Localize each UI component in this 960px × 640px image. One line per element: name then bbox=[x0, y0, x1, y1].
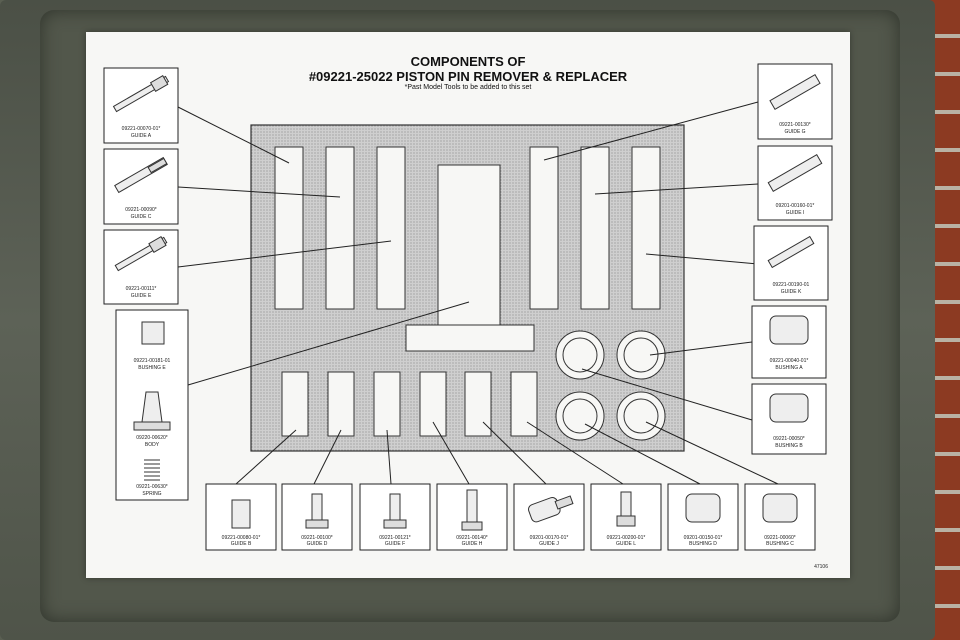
svg-text:BODY: BODY bbox=[145, 442, 160, 448]
subtitle: *Past Model Tools to be added to this se… bbox=[404, 84, 532, 91]
svg-text:GUIDE L: GUIDE L bbox=[616, 541, 636, 547]
svg-text:GUIDE J: GUIDE J bbox=[539, 541, 559, 547]
svg-text:09221-00630*: 09221-00630* bbox=[136, 484, 167, 490]
upper-slots bbox=[274, 146, 661, 352]
svg-text:09221-00200-01*: 09221-00200-01* bbox=[607, 535, 646, 541]
svg-text:09221-00100*: 09221-00100* bbox=[301, 535, 332, 541]
part-bushing-b: 09221-00050* BUSHING B bbox=[751, 383, 827, 455]
part-bushing-e-body-spring: 09221-00181-01 BUSHING E 09220-00620* BO… bbox=[115, 309, 189, 501]
svg-text:BUSHING D: BUSHING D bbox=[689, 541, 717, 547]
part-guide-a: 09221-00070-01* GUIDE A bbox=[103, 67, 179, 144]
sheet-code: 47106 bbox=[814, 564, 828, 570]
part-guide-i: 09201-00160-01* GUIDE I bbox=[757, 145, 833, 221]
bottom-parts: 09221-00080-01* GUIDE B 09221-00100* GUI… bbox=[205, 483, 816, 551]
part-guide-c: 09221-00090* GUIDE C bbox=[103, 148, 179, 225]
svg-text:GUIDE G: GUIDE G bbox=[784, 129, 805, 135]
svg-text:GUIDE F: GUIDE F bbox=[385, 541, 405, 547]
part-guide-e: 09221-00111* GUIDE E bbox=[103, 229, 179, 305]
svg-text:BUSHING C: BUSHING C bbox=[766, 541, 794, 547]
component-sheet: COMPONENTS OF #09221-25022 PISTON PIN RE… bbox=[86, 32, 850, 578]
svg-text:09201-00160-01*: 09201-00160-01* bbox=[776, 203, 815, 209]
part-guide-g: 09221-00130* GUIDE G bbox=[757, 63, 833, 140]
svg-text:BUSHING B: BUSHING B bbox=[775, 443, 803, 449]
svg-text:GUIDE K: GUIDE K bbox=[781, 289, 802, 295]
svg-text:09221-00060*: 09221-00060* bbox=[764, 535, 795, 541]
svg-text:GUIDE D: GUIDE D bbox=[307, 541, 328, 547]
leader-lines bbox=[177, 101, 779, 485]
title-line-2: #09221-25022 PISTON PIN REMOVER & REPLAC… bbox=[308, 69, 628, 84]
svg-text:09221-00090*: 09221-00090* bbox=[125, 207, 156, 213]
layout-diagram: 09221-00070-01* GUIDE A 09221-00090* GUI… bbox=[103, 63, 833, 551]
svg-text:GUIDE B: GUIDE B bbox=[231, 541, 252, 547]
svg-text:09221-00190-01: 09221-00190-01 bbox=[773, 282, 810, 288]
svg-text:09201-00150-01*: 09201-00150-01* bbox=[684, 535, 723, 541]
svg-text:09221-00140*: 09221-00140* bbox=[456, 535, 487, 541]
svg-text:09220-00620*: 09220-00620* bbox=[136, 435, 167, 441]
title-line-1: COMPONENTS OF bbox=[410, 54, 526, 69]
svg-text:GUIDE H: GUIDE H bbox=[462, 541, 483, 547]
svg-text:GUIDE A: GUIDE A bbox=[131, 133, 152, 139]
part-bushing-a: 09221-00040-01* BUSHING A bbox=[751, 305, 827, 379]
svg-text:09201-00170-01*: 09201-00170-01* bbox=[530, 535, 569, 541]
lower-slots bbox=[281, 371, 538, 437]
round-pockets bbox=[555, 330, 666, 441]
svg-text:09221-00181-01: 09221-00181-01 bbox=[134, 358, 171, 364]
svg-text:09221-00040-01*: 09221-00040-01* bbox=[770, 358, 809, 364]
svg-text:GUIDE E: GUIDE E bbox=[131, 293, 152, 299]
svg-text:09221-00080-01*: 09221-00080-01* bbox=[222, 535, 261, 541]
svg-text:BUSHING A: BUSHING A bbox=[775, 365, 803, 371]
svg-text:09221-00111*: 09221-00111* bbox=[126, 286, 157, 292]
svg-text:GUIDE I: GUIDE I bbox=[786, 210, 805, 216]
svg-text:GUIDE C: GUIDE C bbox=[131, 214, 152, 220]
svg-text:09221-00121*: 09221-00121* bbox=[379, 535, 410, 541]
part-guide-k: 09221-00190-01 GUIDE K bbox=[753, 225, 829, 301]
svg-text:09221-00130*: 09221-00130* bbox=[779, 122, 810, 128]
svg-text:BUSHING E: BUSHING E bbox=[138, 365, 166, 371]
svg-text:09221-00070-01*: 09221-00070-01* bbox=[122, 126, 161, 132]
svg-text:SPRING: SPRING bbox=[142, 491, 161, 497]
svg-text:09221-00050*: 09221-00050* bbox=[773, 436, 804, 442]
